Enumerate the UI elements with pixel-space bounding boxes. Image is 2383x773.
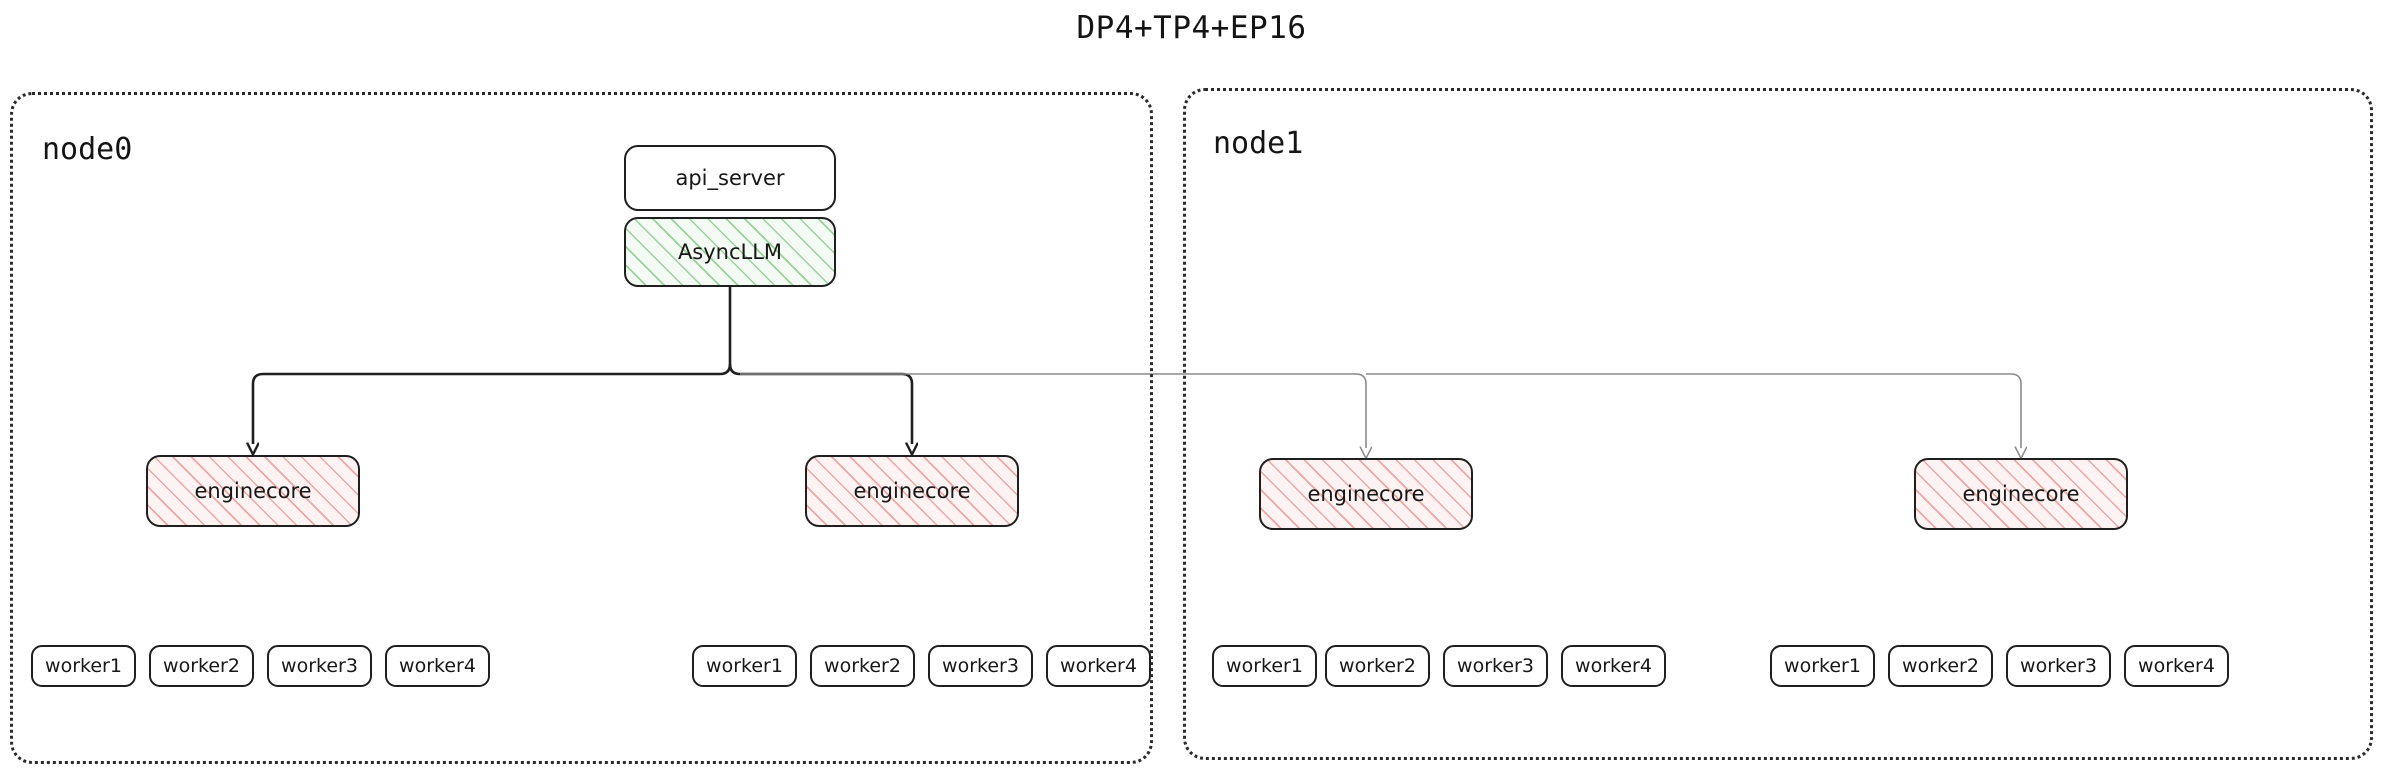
worker-node0-1-1[interactable]: worker1	[31, 645, 136, 687]
node-label-node1: node1	[1213, 126, 1304, 161]
worker-node0-1-2[interactable]: worker2	[149, 645, 254, 687]
box-enginecore-node1-2[interactable]: enginecore	[1914, 458, 2128, 530]
worker-node1-2-3[interactable]: worker3	[2006, 645, 2111, 687]
worker-node1-2-2[interactable]: worker2	[1888, 645, 1993, 687]
worker-node1-1-3[interactable]: worker3	[1443, 645, 1548, 687]
worker-node1-2-1[interactable]: worker1	[1770, 645, 1875, 687]
worker-node1-2-4[interactable]: worker4	[2124, 645, 2229, 687]
node-label-node0: node0	[42, 132, 133, 167]
page-title: DP4+TP4+EP16	[1076, 10, 1307, 46]
worker-node1-1-2[interactable]: worker2	[1325, 645, 1430, 687]
worker-node0-1-3[interactable]: worker3	[267, 645, 372, 687]
worker-node0-1-4[interactable]: worker4	[385, 645, 490, 687]
box-api-server[interactable]: api_server	[624, 145, 836, 211]
box-enginecore-node0-2[interactable]: enginecore	[805, 455, 1019, 527]
worker-node0-2-1[interactable]: worker1	[692, 645, 797, 687]
worker-node1-1-4[interactable]: worker4	[1561, 645, 1666, 687]
worker-node0-2-3[interactable]: worker3	[928, 645, 1033, 687]
node-container-node1	[1183, 88, 2373, 760]
worker-node0-2-2[interactable]: worker2	[810, 645, 915, 687]
box-enginecore-node0-1[interactable]: enginecore	[146, 455, 360, 527]
worker-node0-2-4[interactable]: worker4	[1046, 645, 1151, 687]
box-enginecore-node1-1[interactable]: enginecore	[1259, 458, 1473, 530]
worker-node1-1-1[interactable]: worker1	[1212, 645, 1317, 687]
node-container-node0	[10, 92, 1153, 764]
box-asyncllm[interactable]: AsyncLLM	[624, 217, 836, 287]
